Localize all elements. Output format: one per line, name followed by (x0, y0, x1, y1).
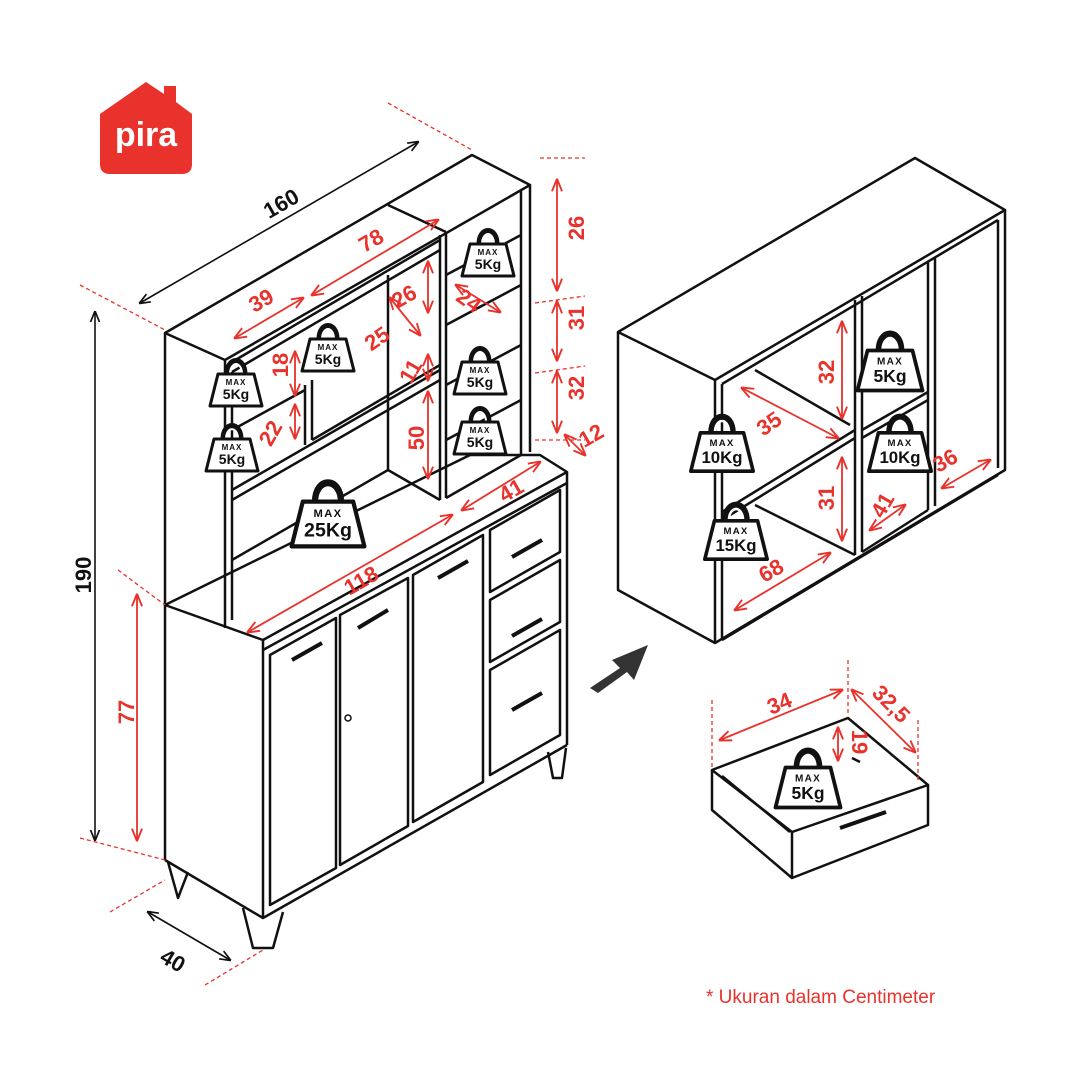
dim-label-depth-total: 40 (156, 944, 190, 978)
dim-label-right-h2: 31 (564, 306, 589, 330)
dim-label-cab-right-depth: 41 (866, 488, 900, 522)
weight-value-label: 5Kg (219, 451, 245, 467)
weight-max-label: MAX (470, 426, 491, 435)
extension-lines (79, 102, 586, 986)
dim-label-drawer-width: 34 (763, 687, 796, 720)
house-icon (100, 82, 192, 174)
weight-value-label: 15Kg (715, 536, 756, 555)
dim-label-lower-height: 77 (114, 700, 139, 724)
cabinet-interior-drawing (616, 156, 1007, 645)
weight-value-label: 5Kg (223, 386, 249, 402)
dim-label-drawer-height: 19 (847, 730, 872, 754)
dim-label-shelf-height-c: 22 (254, 416, 288, 450)
interior-arrows-red (735, 322, 990, 610)
dim-label-right-h3: 32 (564, 376, 589, 400)
weight-max-label: MAX (710, 438, 735, 449)
weight-max-label: MAX (313, 508, 342, 520)
dim-label-drawer-depth: 32,5 (867, 680, 915, 728)
dim-label-cab-bottom-h: 31 (814, 486, 839, 510)
weight-max-label: MAX (877, 356, 903, 367)
weight-value-label: 5Kg (475, 256, 501, 272)
big-arrow-icon (590, 645, 648, 693)
dim-label-right-column-depth: 24 (452, 283, 487, 318)
dim-label-cab-shelf-depth: 35 (752, 406, 786, 441)
unit-note: * Ukuran dalam Centimeter (706, 987, 936, 1008)
weight-max-label: MAX (724, 526, 749, 537)
weight-value-label: 5Kg (467, 374, 493, 390)
weight-value-label: 5Kg (315, 351, 341, 367)
dim-label-width-total: 160 (259, 184, 303, 224)
dim-label-shelf-height-b: 18 (268, 353, 293, 377)
weight-max-label: MAX (318, 343, 339, 352)
drawer-arrows-red (720, 690, 915, 760)
dim-label-hutch-depth: 12 (574, 419, 608, 453)
dim-label-shelf-height-a: 26 (387, 280, 421, 314)
weight-max-label: MAX (222, 443, 243, 452)
weight-value-label: 5Kg (467, 434, 493, 450)
weight-max-label: MAX (226, 378, 247, 387)
dim-label-height-total: 190 (71, 557, 96, 594)
pira-logo: pira (96, 78, 196, 174)
weight-max-label: MAX (470, 366, 491, 375)
weight-max-label: MAX (478, 248, 499, 257)
weight-max-label: MAX (888, 438, 913, 449)
drawer-extension-lines (711, 660, 919, 780)
weight-value-label: 10Kg (701, 448, 742, 467)
dimension-arrows-red (137, 180, 585, 840)
dim-label-cab-top-h: 32 (814, 360, 839, 384)
weight-value-label: 10Kg (879, 448, 920, 467)
dim-label-right-h1: 26 (564, 216, 589, 240)
weight-max-label: MAX (795, 773, 821, 784)
weight-value-label: 5Kg (873, 366, 906, 386)
dim-label-cab-right-width: 36 (928, 444, 962, 478)
dim-label-counter-depth: 41 (494, 474, 528, 508)
weight-value-label: 5Kg (791, 783, 824, 803)
dim-label-opening-height: 50 (404, 426, 429, 450)
dimension-arrows-black (95, 142, 418, 960)
dim-label-shelf-left-width: 39 (244, 284, 278, 318)
brand-name: pira (114, 116, 178, 154)
weight-value-label: 25Kg (304, 520, 352, 542)
dim-label-shelf-height-d: 11 (394, 355, 427, 388)
